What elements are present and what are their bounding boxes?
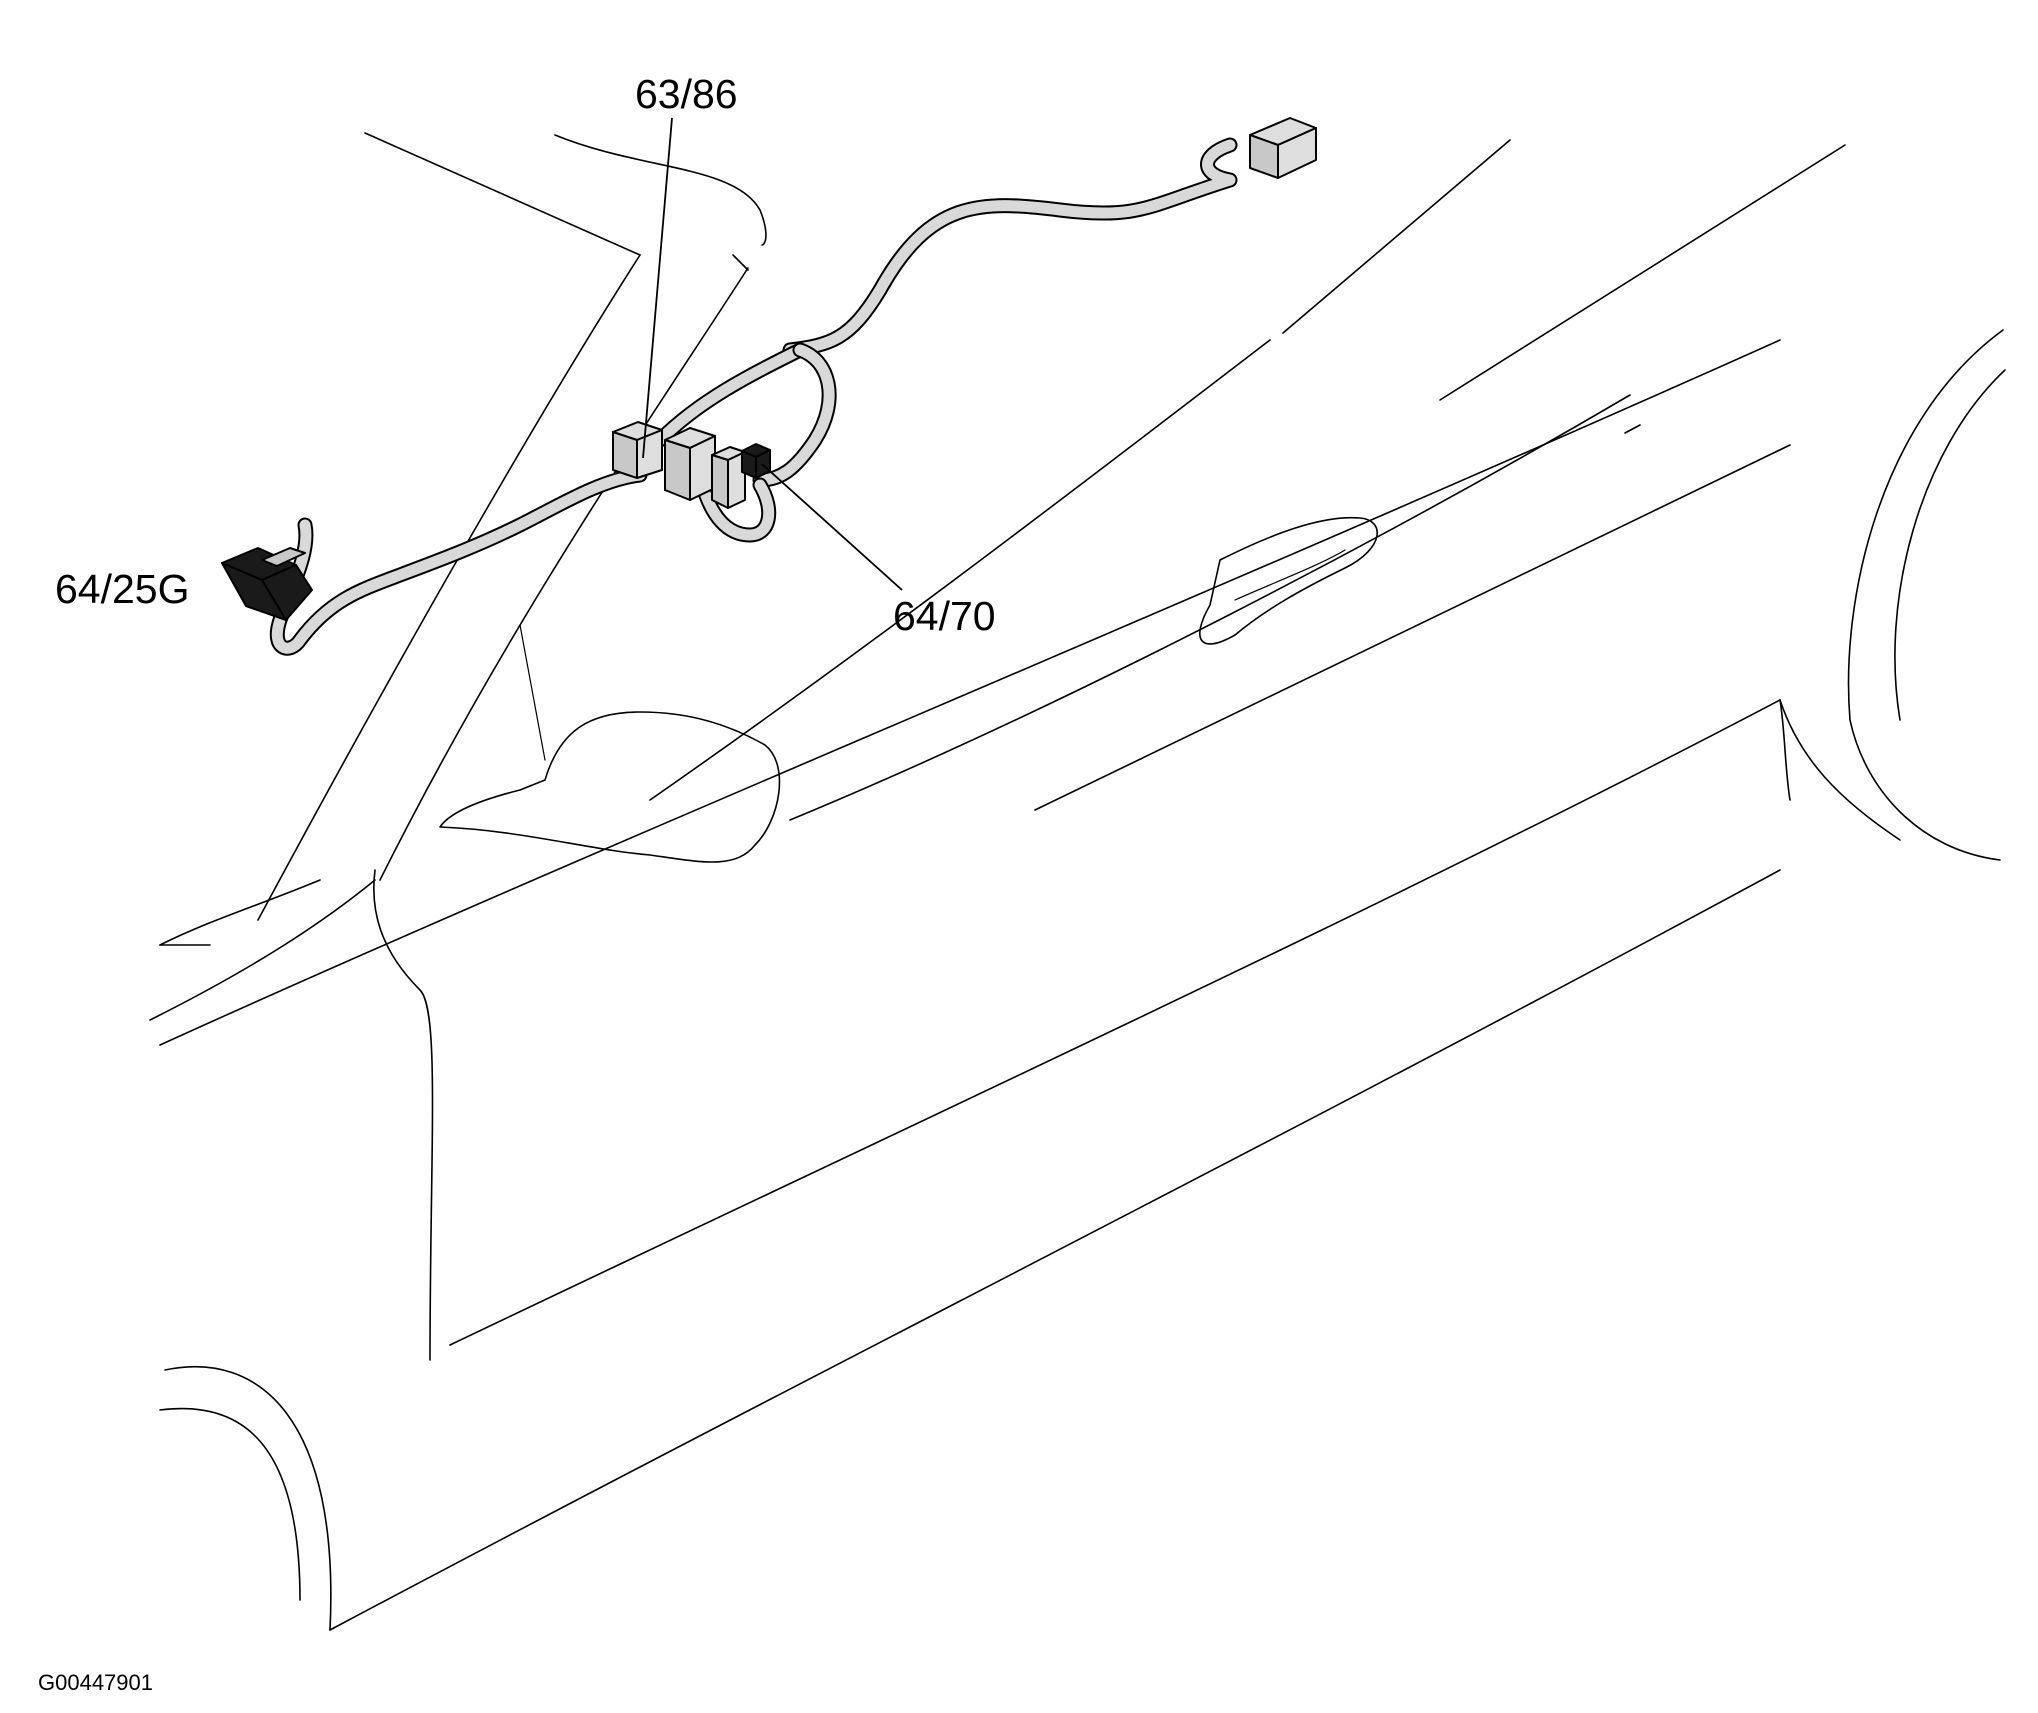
roof-rail <box>649 339 1271 801</box>
label-connector-64-25g: 64/25G <box>55 566 190 612</box>
front-door-gap <box>373 869 434 1361</box>
car-body-outline <box>149 132 2006 1631</box>
leader-64-70 <box>761 463 903 591</box>
harness-to-left <box>269 467 648 656</box>
label-connector-64-70: 64/70 <box>893 593 996 639</box>
a-pillar-edge <box>732 254 749 271</box>
connector-64-70 <box>741 443 771 479</box>
wiring-harness <box>269 137 1238 656</box>
connector-63-86 <box>612 421 663 479</box>
a-pillar-outer <box>257 254 641 921</box>
connector-center-block <box>664 427 746 509</box>
rear-quarter-line <box>1779 699 1901 841</box>
leader-63-86 <box>642 117 673 459</box>
door-bottom <box>1779 699 1791 801</box>
hood-line <box>159 879 321 946</box>
windshield-top-curve <box>554 134 767 246</box>
label-connector-63-86: 63/86 <box>635 71 738 117</box>
door-glass-line <box>789 394 1631 821</box>
rocker-panel <box>329 869 1781 1631</box>
front-wheel-arch-inner <box>159 1407 301 1601</box>
end-connector-top <box>1249 117 1317 179</box>
windshield-top-edge <box>364 132 641 256</box>
rear-wheel-arch-inner <box>1894 369 2006 721</box>
window-trim-line <box>1624 424 1641 434</box>
door-lower-line <box>449 699 1781 1346</box>
roof-line-2 <box>1439 144 1846 401</box>
rear-wheel-arch-outer <box>1847 329 2004 861</box>
figure-id: G00447901 <box>38 1670 153 1695</box>
door-handle-grip <box>1234 549 1346 601</box>
roof-line-1 <box>1282 139 1511 334</box>
side-mirror <box>439 711 781 863</box>
door-upper-crease <box>159 339 1781 1046</box>
door-mid-line <box>1034 444 1791 811</box>
mirror-mount-line <box>519 624 546 761</box>
fender-top-line <box>149 879 376 1021</box>
front-wheel-arch-outer <box>164 1365 332 1631</box>
a-pillar-inner <box>379 267 749 881</box>
door-handle <box>1199 516 1378 645</box>
connector-64-25g <box>221 547 313 621</box>
